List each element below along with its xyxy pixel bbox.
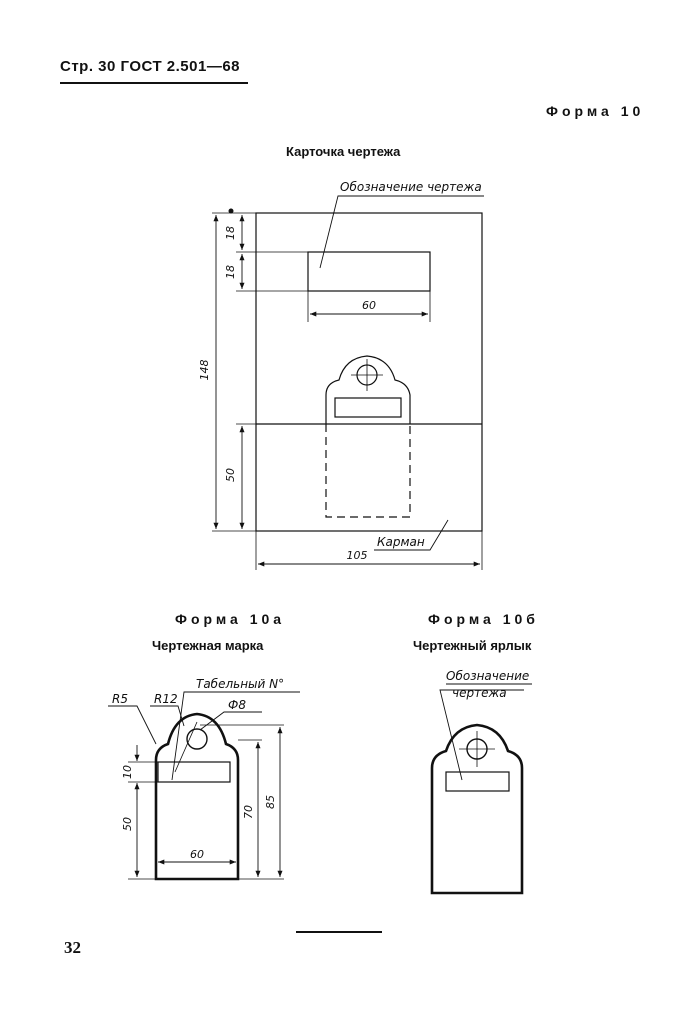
label-outline bbox=[430, 723, 524, 895]
form10a-dim-50: 50 bbox=[121, 817, 134, 831]
form10a-label: Форма 10а bbox=[175, 611, 286, 627]
form10-dim-18-top: 18 bbox=[224, 226, 237, 240]
form10-dim-105: 105 bbox=[347, 549, 368, 562]
header-underline bbox=[60, 82, 248, 84]
form10a-dim-60: 60 bbox=[190, 848, 204, 861]
tag-inner-box bbox=[334, 397, 402, 418]
form10a-dim-70: 70 bbox=[242, 805, 255, 819]
form10a-label-r12: R12 bbox=[154, 692, 178, 706]
form10-dim-18-bottom: 18 bbox=[224, 265, 237, 279]
stamp-inner-box bbox=[157, 761, 231, 783]
form10b-drawing bbox=[430, 683, 532, 895]
form10-callout-pocket: Карман bbox=[377, 535, 425, 549]
stamp-hole bbox=[186, 728, 208, 750]
form10-dim-50: 50 bbox=[224, 468, 237, 482]
form10b-callout-line2: чертежа bbox=[452, 686, 507, 700]
form10b-title: Чертежный ярлык bbox=[413, 638, 532, 653]
form10a-label-d8: Ф8 bbox=[228, 698, 246, 712]
page-number: 32 bbox=[64, 938, 81, 957]
form10a-callout-tab: Табельный N° bbox=[196, 677, 284, 691]
label-inner-box bbox=[445, 771, 510, 792]
form10a-title: Чертежная марка bbox=[152, 638, 264, 653]
form10-dim-148: 148 bbox=[198, 360, 211, 381]
d8-leader bbox=[199, 711, 262, 731]
page-header: Стр. 30 ГОСТ 2.501—68 bbox=[60, 58, 241, 75]
form10a-label-r5: R5 bbox=[112, 692, 128, 706]
form10b-label: Форма 10б bbox=[428, 611, 539, 627]
form10b-callout-line1: Обозначение bbox=[446, 669, 529, 683]
tab-leader bbox=[171, 691, 300, 781]
r5-leader bbox=[108, 705, 157, 745]
pocket-leader bbox=[374, 519, 449, 551]
label-leader bbox=[439, 689, 524, 781]
designation-leader bbox=[319, 195, 484, 269]
form10-drawing bbox=[212, 195, 484, 570]
form10a-drawing bbox=[108, 691, 300, 881]
form10-dim-60: 60 bbox=[362, 299, 376, 312]
form10a-dim-10: 10 bbox=[121, 765, 134, 779]
card-outline bbox=[255, 212, 483, 532]
tag-lower-dashed bbox=[325, 424, 411, 518]
designation-box bbox=[307, 251, 431, 292]
r12-leader bbox=[150, 705, 185, 727]
form10-title: Карточка чертежа bbox=[286, 144, 401, 159]
stamp-outline bbox=[154, 712, 240, 881]
form10-label: Форма 10 bbox=[546, 103, 645, 119]
bottom-rule bbox=[296, 931, 382, 933]
form10-callout-designation: Обозначение чертежа bbox=[340, 180, 482, 194]
form10a-dim-85: 85 bbox=[264, 795, 277, 809]
tag-upper bbox=[325, 355, 411, 424]
